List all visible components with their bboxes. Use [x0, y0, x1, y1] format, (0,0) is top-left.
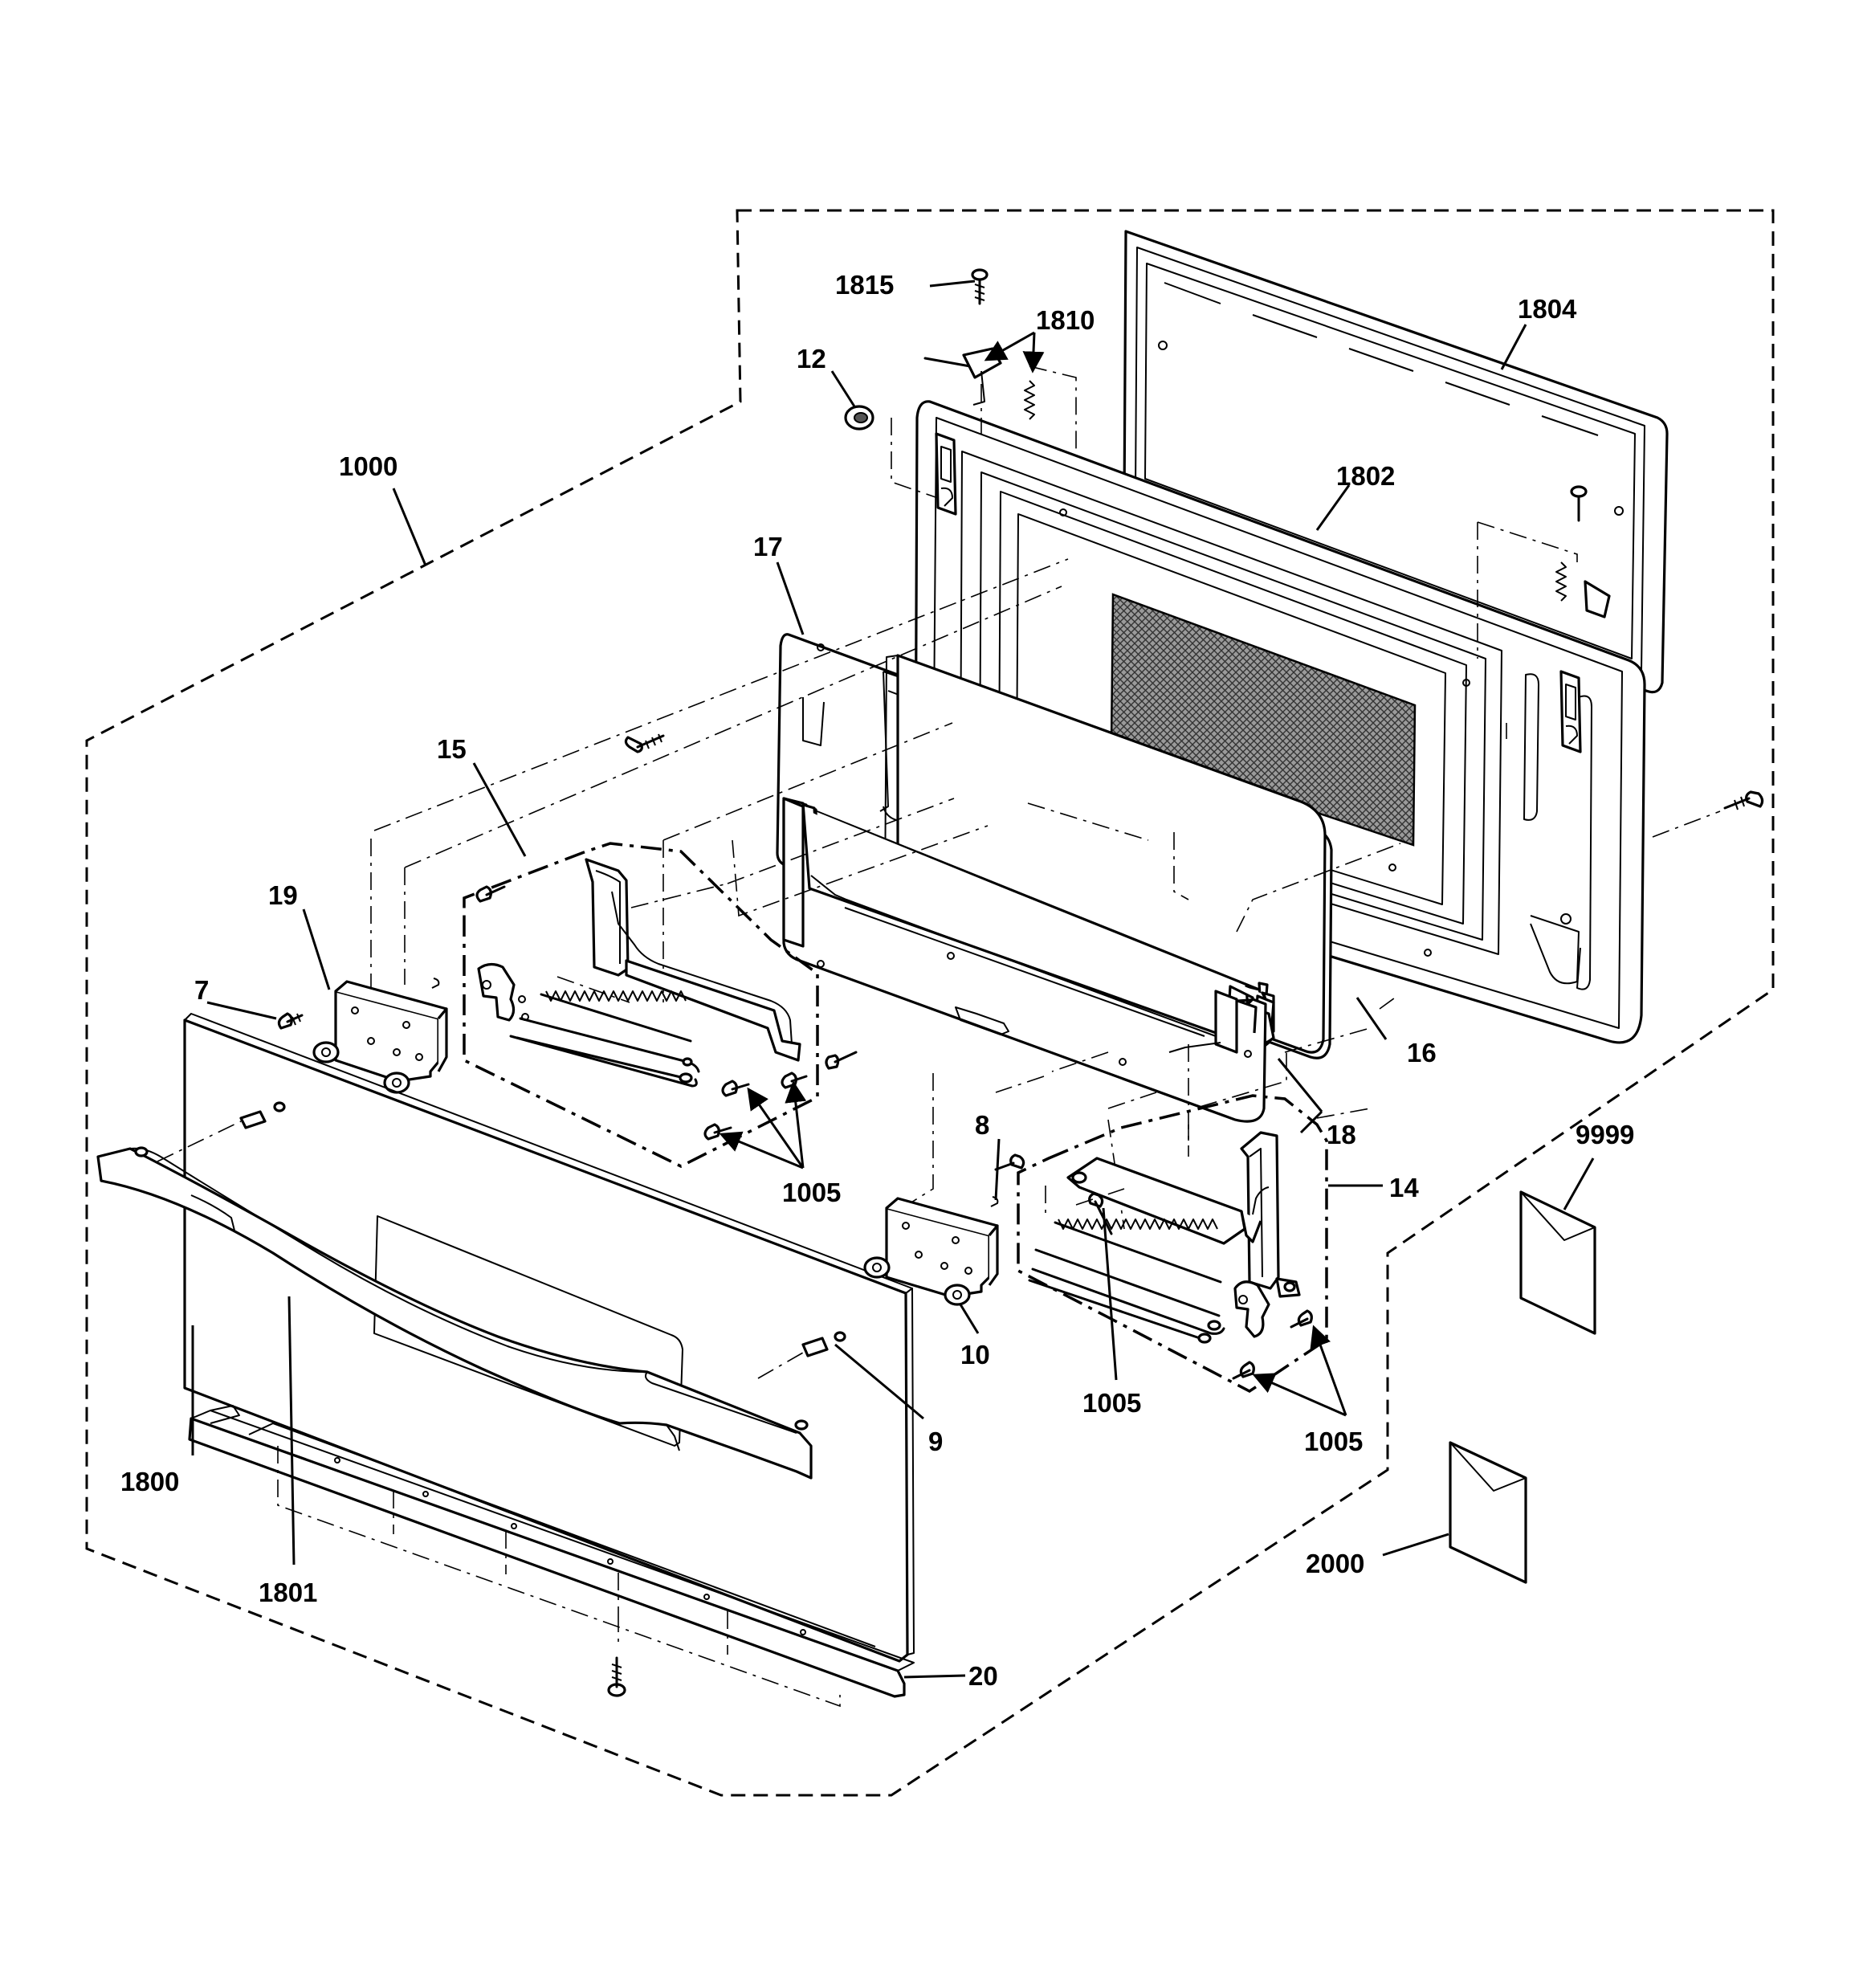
hinge-phantom-lines-top	[891, 365, 1578, 739]
label-17: 17	[753, 532, 783, 561]
label-10: 10	[960, 1340, 990, 1370]
label-1005-left: 1005	[782, 1178, 841, 1207]
label-14: 14	[1389, 1173, 1419, 1202]
label-9999: 9999	[1576, 1120, 1634, 1149]
door-frame-1804	[1123, 230, 1669, 694]
leader-lines	[191, 280, 1595, 1679]
screw-center-left	[825, 1051, 858, 1070]
label-12: 12	[797, 344, 826, 374]
liner-hinge-bracket-left	[935, 432, 957, 516]
right-screw-and-spring	[1555, 485, 1611, 618]
envelope-2000	[1449, 1441, 1527, 1584]
label-1802: 1802	[1336, 461, 1395, 491]
liner-hinge-bracket-right	[1559, 670, 1582, 753]
hinge-assembly-14-boundary	[1017, 1094, 1328, 1394]
screw-7	[277, 1012, 304, 1030]
label-8: 8	[975, 1110, 989, 1140]
hinge-15	[477, 858, 801, 1088]
label-1810: 1810	[1036, 305, 1095, 335]
label-15: 15	[437, 734, 467, 764]
assembly-boundary	[85, 209, 1775, 1797]
washer-12	[844, 405, 874, 431]
door-handle-1801	[96, 1146, 813, 1480]
label-1000: 1000	[339, 451, 397, 481]
right-hinge-phantom-lines	[1045, 1092, 1189, 1213]
screw-1815	[971, 268, 989, 305]
screw-left-liner	[624, 733, 665, 753]
label-16: 16	[1407, 1038, 1437, 1067]
phantom-construction-lines	[370, 558, 1721, 1230]
spring-1810	[1024, 380, 1035, 420]
screw-above-hinge-15	[475, 885, 506, 903]
screw-right-liner	[1723, 790, 1764, 810]
screw-8	[994, 1153, 1025, 1171]
hinge-bracket-right	[863, 1196, 999, 1306]
label-7: 7	[194, 975, 209, 1005]
label-1815: 1815	[835, 270, 894, 300]
stud-phantom-lines	[157, 1121, 804, 1379]
screws-1005-left	[703, 1072, 808, 1141]
screw-bottom	[607, 1656, 626, 1697]
part-labels: 1815 1810 1804 12 1000 1802 17 15 19 7 1…	[120, 270, 1634, 1691]
label-2000: 2000	[1306, 1549, 1364, 1578]
label-1005-middle: 1005	[1082, 1388, 1141, 1418]
label-19: 19	[268, 880, 298, 910]
label-9: 9	[928, 1427, 943, 1456]
label-1800: 1800	[120, 1467, 179, 1496]
label-1804: 1804	[1518, 294, 1577, 324]
label-1801: 1801	[259, 1578, 317, 1607]
outer-door-panel-1800	[183, 1013, 915, 1663]
label-20: 20	[968, 1661, 998, 1691]
label-18: 18	[1327, 1120, 1356, 1149]
bottom-trim-20	[188, 1405, 915, 1698]
label-1005-right: 1005	[1304, 1427, 1363, 1456]
hinge-14	[1028, 1131, 1301, 1344]
envelope-9999	[1519, 1190, 1596, 1335]
hinge-assembly-15-boundary	[463, 842, 819, 1168]
